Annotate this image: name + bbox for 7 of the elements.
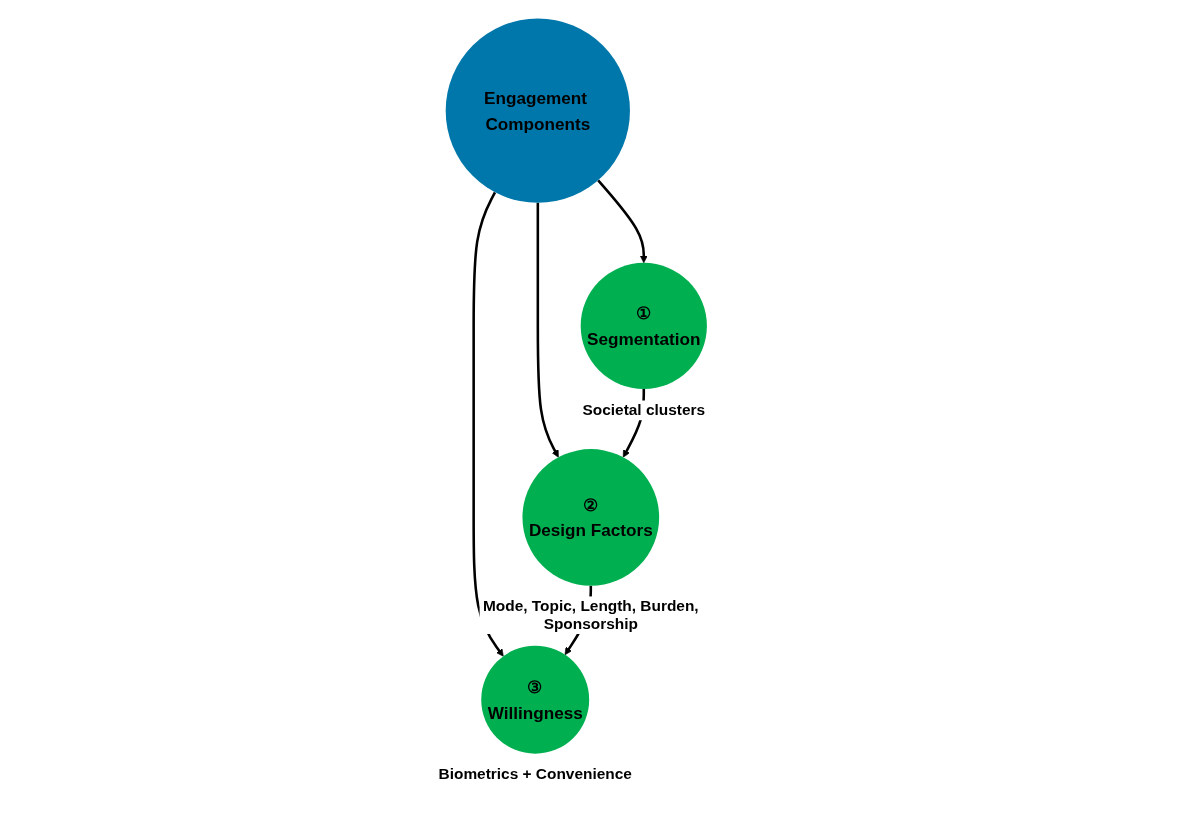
node-circle: ① Segmentation (580, 262, 707, 390)
node-circle: ③ Willingness (481, 645, 590, 754)
arrow (536, 202, 559, 458)
node-circle: Engagement Components (445, 18, 630, 203)
arrow (597, 179, 648, 264)
node-circle: ② Design Factors (522, 449, 660, 586)
arrow (472, 191, 504, 657)
